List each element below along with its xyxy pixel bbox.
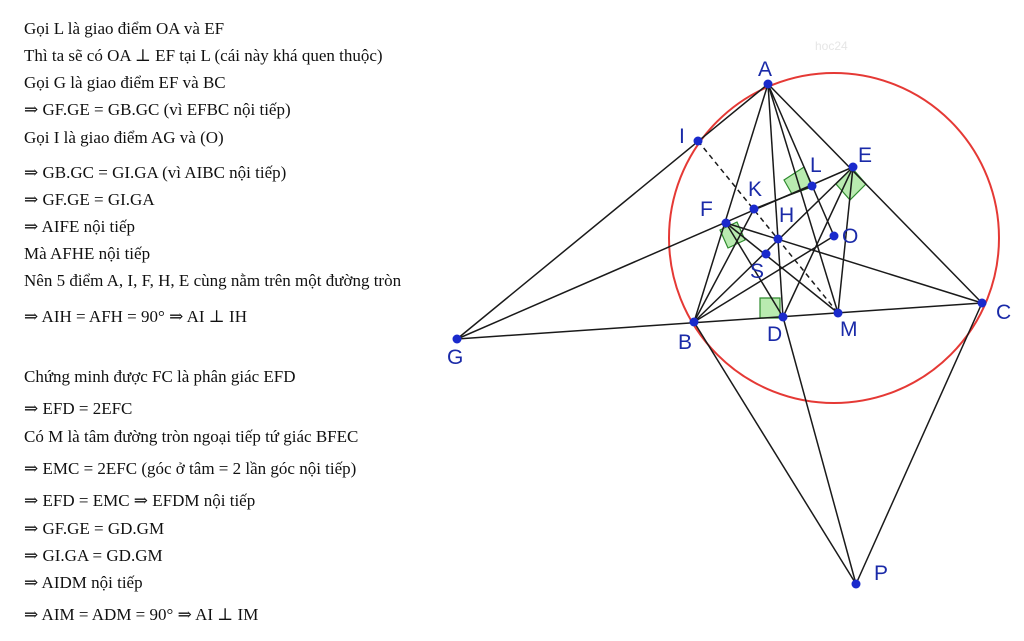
point-m xyxy=(833,308,843,318)
point-f xyxy=(721,218,731,228)
points xyxy=(452,79,987,589)
label-s: S xyxy=(750,260,764,283)
point-d xyxy=(778,312,788,322)
proof-line-12: Chứng minh được FC là phân giác EFD xyxy=(24,367,296,386)
watermark: hoc24 xyxy=(815,39,848,53)
point-h xyxy=(773,234,783,244)
point-p xyxy=(851,579,861,589)
proof-line-8: ⇒ AIFE nội tiếp xyxy=(24,217,136,236)
label-a: A xyxy=(758,58,772,81)
label-b: B xyxy=(678,331,692,354)
point-a xyxy=(763,79,773,89)
point-o xyxy=(829,231,839,241)
proof-line-1: Gọi L là giao điểm OA và EF xyxy=(24,19,225,38)
proof-line-3: Gọi G là giao điểm EF và BC xyxy=(24,73,226,92)
proof-line-11: ⇒ AIH = AFH = 90° ⇒ AI ⊥ IH xyxy=(24,307,247,326)
proof-line-7: ⇒ GF.GE = GI.GA xyxy=(24,190,155,209)
point-g xyxy=(452,334,462,344)
label-c: C xyxy=(996,301,1011,324)
point-k xyxy=(749,204,759,214)
circumcircle xyxy=(668,72,1000,404)
label-h: H xyxy=(779,204,794,227)
proof-line-15: ⇒ EMC = 2EFC (góc ở tâm = 2 lần góc nội … xyxy=(24,459,357,478)
proof-line-10: Nên 5 điểm A, I, F, H, E cùng nằm trên m… xyxy=(24,271,402,290)
label-l: L xyxy=(810,154,822,177)
dashed-segment-im xyxy=(697,140,839,314)
proof-line-13: ⇒ EFD = 2EFC xyxy=(24,399,133,418)
label-k: K xyxy=(748,178,762,201)
label-m: M xyxy=(840,318,858,341)
point-l xyxy=(807,181,817,191)
point-b xyxy=(689,317,699,327)
proof-line-14: Có M là tâm đường tròn ngoại tiếp tứ giá… xyxy=(24,427,359,446)
proof-line-18: ⇒ GI.GA = GD.GM xyxy=(24,546,163,565)
label-e: E xyxy=(858,144,872,167)
geometry-figure: hoc24 xyxy=(447,39,1011,589)
label-i: I xyxy=(679,125,685,148)
point-c xyxy=(977,298,987,308)
proof-line-6: ⇒ GB.GC = GI.GA (vì AIBC nội tiếp) xyxy=(24,163,287,182)
label-f: F xyxy=(700,198,713,221)
proof-line-2: Thì ta sẽ có OA ⊥ EF tại L (cái này khá … xyxy=(24,46,383,65)
proof-line-16: ⇒ EFD = EMC ⇒ EFDM nội tiếp xyxy=(24,491,256,510)
proof-line-4: ⇒ GF.GE = GB.GC (vì EFBC nội tiếp) xyxy=(24,100,291,119)
proof-line-20: ⇒ AIM = ADM = 90° ⇒ AI ⊥ IM xyxy=(24,605,259,624)
label-d: D xyxy=(767,323,782,346)
point-e xyxy=(848,162,858,172)
proof-line-17: ⇒ GF.GE = GD.GM xyxy=(24,519,165,538)
proof-text: Gọi L là giao điểm OA và EF Thì ta sẽ có… xyxy=(24,19,402,624)
label-p: P xyxy=(874,562,888,585)
segments xyxy=(456,83,983,585)
proof-line-19: ⇒ AIDM nội tiếp xyxy=(24,573,143,592)
point-s xyxy=(761,249,771,259)
point-i xyxy=(693,136,703,146)
proof-line-9: Mà AFHE nội tiếp xyxy=(24,244,151,263)
label-g: G xyxy=(447,346,463,369)
proof-line-5: Gọi I là giao điểm AG và (O) xyxy=(24,128,224,147)
label-o: O xyxy=(842,225,858,248)
